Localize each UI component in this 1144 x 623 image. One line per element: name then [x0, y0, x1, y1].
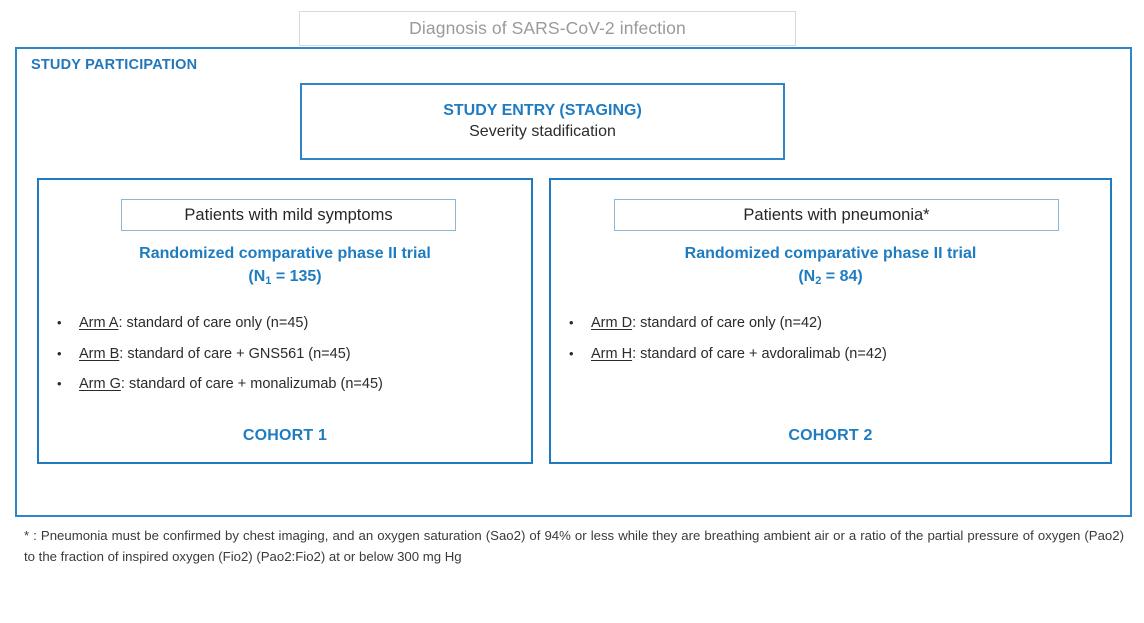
study-entry-box: STUDY ENTRY (STAGING) Severity stadifica…	[300, 83, 785, 160]
diagnosis-header-box: Diagnosis of SARS-CoV-2 infection	[299, 11, 796, 46]
cohort-1-patient-group-box: Patients with mild symptoms	[121, 199, 456, 231]
cohort-1-trial-title: Randomized comparative phase II trial (N…	[39, 242, 531, 288]
list-item: • Arm H: standard of care + avdoralimab …	[569, 345, 887, 362]
footnote-text: * : Pneumonia must be confirmed by chest…	[24, 528, 1124, 565]
arm-description: : standard of care + avdoralimab (n=42)	[632, 345, 887, 362]
cohort-1-n-suffix: = 135)	[271, 268, 322, 286]
cohort-1-label: COHORT 1	[242, 427, 328, 444]
bullet-icon: •	[569, 315, 574, 330]
cohort-1-enrollment-line: (N1 = 135)	[39, 265, 531, 288]
cohort-2-label: COHORT 2	[788, 427, 873, 444]
arm-description: : standard of care + monalizumab (n=45)	[120, 376, 383, 392]
cohort-1-box: Patients with mild symptoms Randomized c…	[37, 178, 533, 464]
diagnosis-header-label: Diagnosis of SARS-CoV-2 infection	[409, 18, 686, 38]
study-participation-frame: STUDY PARTICIPATION STUDY ENTRY (STAGING…	[15, 47, 1132, 517]
study-entry-title: STUDY ENTRY (STAGING)	[443, 101, 642, 119]
cohort-2-arms-list: • Arm D: standard of care only (n=42) • …	[569, 316, 887, 377]
cohort-2-n-prefix: (N	[798, 268, 816, 286]
cohort-2-trial-title: Randomized comparative phase II trial (N…	[551, 242, 1110, 288]
arm-name: Arm D	[591, 315, 633, 331]
arm-description: : standard of care only (n=42)	[632, 315, 822, 331]
arm-name: Arm H	[591, 345, 633, 362]
cohort-1-patient-group-label: Patients with mild symptoms	[184, 205, 393, 224]
list-item: • Arm D: standard of care only (n=42)	[569, 316, 887, 331]
list-item: • Arm G: standard of care + monalizumab …	[57, 377, 383, 392]
arm-name: Arm A	[79, 315, 119, 331]
cohort-1-n-subscript: 1	[265, 275, 272, 288]
cohort-1-arms-list: • Arm A: standard of care only (n=45) • …	[57, 316, 383, 408]
cohort-2-n-subscript: 2	[815, 275, 822, 288]
bullet-icon: •	[569, 345, 574, 361]
cohort-1-trial-title-line: Randomized comparative phase II trial	[139, 245, 431, 262]
list-item: • Arm A: standard of care only (n=45)	[57, 316, 383, 331]
study-participation-title: STUDY PARTICIPATION	[31, 57, 198, 73]
cohort-2-enrollment-line: (N2 = 84)	[551, 265, 1110, 288]
cohort-1-n-prefix: (N	[248, 268, 266, 286]
cohort-2-box: Patients with pneumonia* Randomized comp…	[549, 178, 1112, 464]
study-entry-subtitle: Severity stadification	[469, 122, 616, 140]
bullet-icon: •	[57, 345, 62, 361]
cohort-2-patient-group-box: Patients with pneumonia*	[614, 199, 1059, 231]
bullet-icon: •	[57, 315, 62, 330]
arm-name: Arm G	[79, 376, 121, 392]
cohort-2-patient-group-label: Patients with pneumonia*	[743, 205, 930, 224]
cohort-2-trial-title-line: Randomized comparative phase II trial	[684, 245, 977, 262]
list-item: • Arm B: standard of care + GNS561 (n=45…	[57, 345, 383, 362]
cohort-2-n-suffix: = 84)	[821, 268, 863, 286]
arm-name: Arm B	[79, 345, 120, 362]
bullet-icon: •	[57, 376, 62, 391]
arm-description: : standard of care only (n=45)	[118, 315, 309, 331]
arm-description: : standard of care + GNS561 (n=45)	[119, 345, 351, 362]
